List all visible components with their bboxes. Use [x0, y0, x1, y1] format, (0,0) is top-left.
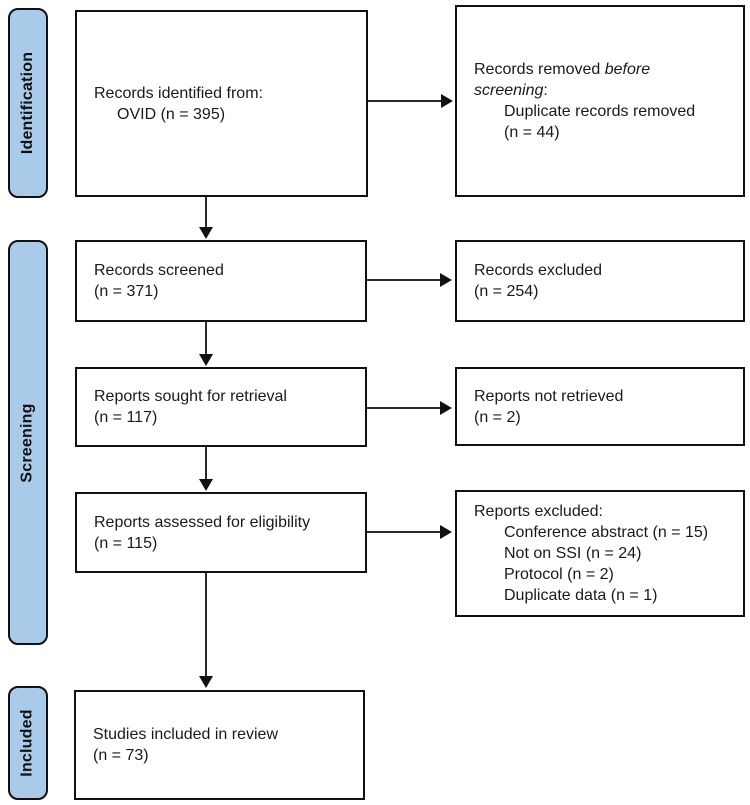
records-excluded-line1: Records excluded [474, 262, 603, 279]
reports-excluded-item: Protocol (n = 2) [504, 566, 614, 583]
records-removed-line2: screening: [474, 82, 548, 99]
arrowhead-down-icon [199, 479, 213, 491]
studies-included-line2: (n = 73) [93, 747, 149, 764]
reports-excluded-title: Reports excluded: [474, 503, 603, 520]
arrowhead-right-icon [440, 273, 452, 287]
arrow-identified-to-screened [205, 197, 207, 229]
stage-screening-label: Screening [19, 402, 37, 483]
stage-included: Included [8, 686, 48, 800]
box-records-removed-before-screening: Records removed before screening: Duplic… [455, 5, 745, 197]
records-screened-line2: (n = 371) [94, 283, 159, 300]
reports-not-retrieved-line2: (n = 2) [474, 408, 521, 426]
arrow-sought-to-not-retrieved [367, 407, 441, 409]
reports-excluded-item: Not on SSI (n = 24) [504, 545, 642, 562]
records-removed-line1: Records removed before [474, 61, 651, 78]
box-records-excluded: Records excluded (n = 254) [455, 240, 745, 322]
records-screened-line1: Records screened [94, 262, 224, 279]
box-studies-included: Studies included in review (n = 73) [74, 690, 365, 800]
arrow-assessed-to-reports-excluded [367, 531, 441, 533]
reports-excluded-item: Duplicate data (n = 1) [504, 587, 658, 604]
reports-excluded-item: Conference abstract (n = 15) [504, 524, 709, 541]
stage-included-label: Included [19, 709, 37, 777]
arrowhead-right-icon [440, 401, 452, 415]
reports-sought-line1: Reports sought for retrieval [94, 388, 287, 405]
records-removed-count: (n = 44) [504, 124, 560, 141]
reports-assessed-line2: (n = 115) [94, 534, 158, 552]
box-reports-not-retrieved: Reports not retrieved (n = 2) [455, 367, 745, 446]
arrowhead-down-icon [199, 354, 213, 366]
arrow-screened-to-excluded [367, 279, 441, 281]
box-reports-assessed: Reports assessed for eligibility (n = 11… [75, 492, 367, 573]
box-reports-sought: Reports sought for retrieval (n = 117) [75, 367, 367, 447]
stage-identification: Identification [8, 8, 48, 198]
reports-not-retrieved-line1: Reports not retrieved [474, 387, 624, 405]
arrowhead-right-icon [440, 525, 452, 539]
records-identified-line2: OVID (n = 395) [117, 105, 226, 123]
arrow-screened-to-sought [205, 322, 207, 355]
arrow-sought-to-assessed [205, 447, 207, 481]
studies-included-line1: Studies included in review [93, 726, 278, 743]
stage-identification-label: Identification [19, 51, 37, 155]
arrow-assessed-to-included [205, 573, 207, 677]
arrow-identified-to-removed [368, 100, 442, 102]
arrowhead-right-icon [441, 94, 453, 108]
box-records-identified: Records identified from: OVID (n = 395) [75, 10, 368, 197]
stage-screening: Screening [8, 240, 48, 645]
box-records-screened: Records screened (n = 371) [75, 240, 367, 322]
box-reports-excluded: Reports excluded: Conference abstract (n… [455, 490, 745, 617]
reports-assessed-line1: Reports assessed for eligibility [94, 513, 311, 531]
records-identified-line1: Records identified from: [94, 84, 263, 102]
arrowhead-down-icon [199, 227, 213, 239]
records-excluded-line2: (n = 254) [474, 283, 539, 300]
reports-sought-line2: (n = 117) [94, 409, 158, 426]
records-removed-item: Duplicate records removed [504, 103, 696, 120]
arrowhead-down-icon [199, 676, 213, 688]
